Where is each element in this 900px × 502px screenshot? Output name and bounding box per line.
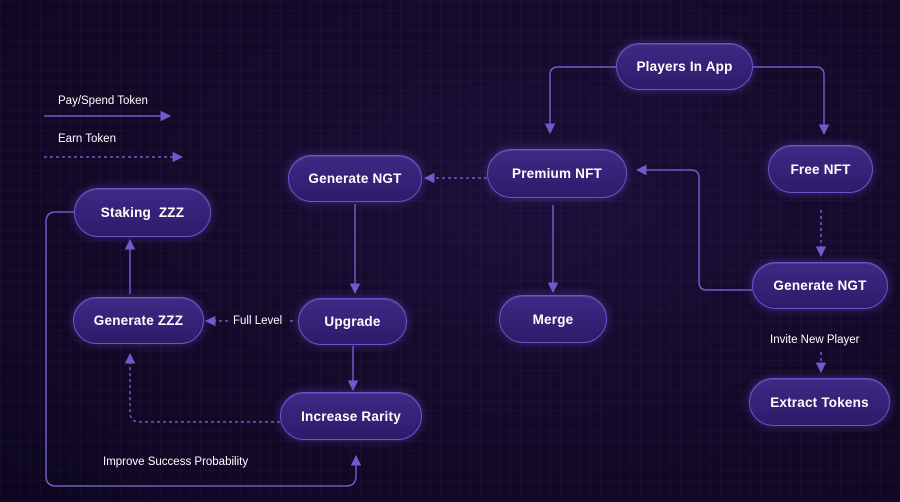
node-generate-ngt-right[interactable]: Generate NGT (752, 262, 888, 309)
edge-label-invite-new-player: Invite New Player (770, 334, 860, 346)
edge-players-free (752, 66, 830, 136)
edge-ngt-premium (635, 164, 752, 291)
node-staking-zzz[interactable]: Staking ZZZ (74, 188, 211, 237)
node-upgrade[interactable]: Upgrade (298, 298, 407, 345)
node-merge[interactable]: Merge (499, 295, 607, 343)
node-increase-rarity[interactable]: Increase Rarity (280, 392, 422, 440)
edge-label-full-level: Full Level (233, 315, 283, 327)
edge-rarity-zzz (124, 352, 280, 423)
legend-earn-label: Earn Token (58, 133, 116, 145)
node-generate-zzz[interactable]: Generate ZZZ (73, 297, 204, 344)
node-premium-nft[interactable]: Premium NFT (487, 149, 627, 198)
edge-staking-rarity (45, 211, 362, 487)
node-extract-tokens[interactable]: Extract Tokens (749, 378, 890, 426)
legend-pay-spend-label: Pay/Spend Token (58, 95, 148, 107)
edge-players-premium (544, 66, 616, 135)
node-free-nft[interactable]: Free NFT (768, 145, 873, 193)
node-players-in-app[interactable]: Players In App (616, 43, 753, 90)
edge-label-improve-success: Improve Success Probability (103, 456, 249, 468)
node-generate-ngt-top[interactable]: Generate NGT (288, 155, 422, 202)
